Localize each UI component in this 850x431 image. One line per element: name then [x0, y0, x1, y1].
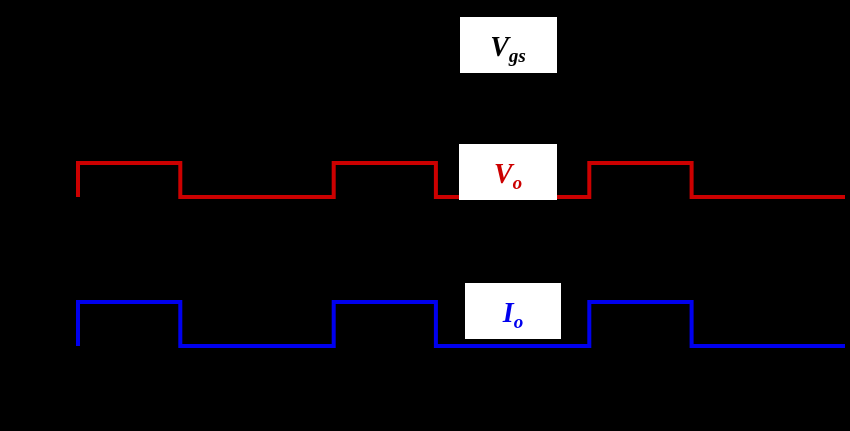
vgs-trace-line — [78, 34, 845, 64]
io-label: Io — [502, 298, 523, 333]
io-label-box — [465, 283, 561, 339]
vo-label: Vo — [494, 159, 522, 194]
vgs-label-box — [460, 17, 557, 73]
vo-trace-group: Vo — [76, 144, 845, 200]
vo-label-box — [459, 144, 557, 200]
vo-trace-line — [76, 161, 845, 199]
vgs-label: Vgs — [490, 32, 526, 67]
vgs-trace-group: Vgs — [78, 17, 845, 73]
io-trace-group: Io — [76, 283, 845, 348]
io-trace-line — [76, 300, 845, 348]
